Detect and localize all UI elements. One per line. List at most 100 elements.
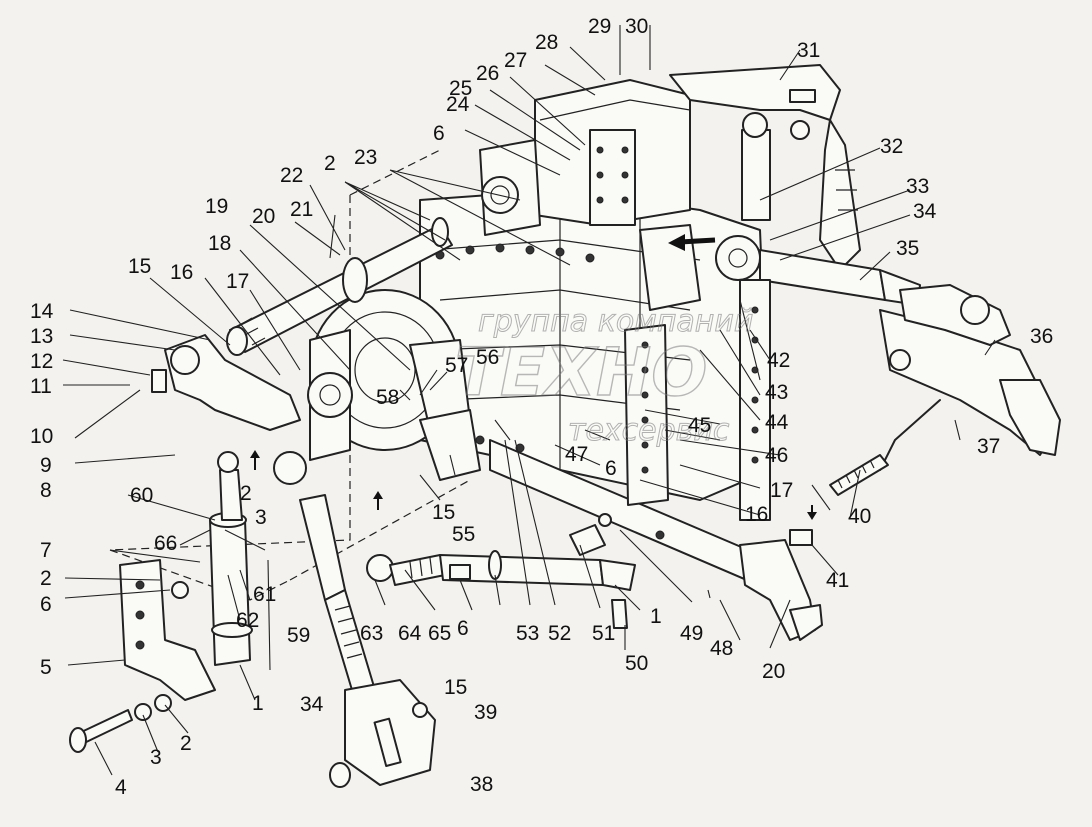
- callout-26: 26: [476, 62, 499, 85]
- callout-38: 38: [470, 773, 493, 796]
- callout-42: 42: [767, 349, 790, 372]
- cross-shaft: [226, 217, 453, 356]
- callout-34: 34: [913, 200, 937, 223]
- callout-8: 8: [40, 479, 52, 502]
- callout-37: 37: [977, 435, 1000, 458]
- callout-2b: 2: [40, 567, 52, 590]
- callout-64: 64: [398, 622, 422, 645]
- hydraulic-cylinder: [209, 451, 253, 666]
- callout-25: 25: [449, 77, 472, 100]
- callout-29: 29: [588, 15, 611, 38]
- callout-1b: 1: [650, 605, 662, 628]
- callout-45: 45: [688, 414, 711, 437]
- callout-41: 41: [826, 569, 849, 592]
- callout-16: 16: [170, 261, 193, 284]
- lower-link: [489, 439, 823, 641]
- callout-10: 10: [30, 425, 53, 448]
- callout-4: 4: [115, 776, 127, 799]
- callout-61: 61: [253, 583, 276, 606]
- lift-rod: [273, 451, 436, 788]
- callout-19: 19: [205, 195, 228, 218]
- callout-43: 43: [765, 381, 788, 404]
- callout-1: 1: [252, 692, 264, 715]
- callout-2c: 2: [240, 482, 252, 505]
- callout-7: 7: [40, 539, 52, 562]
- assembly-outline: [109, 149, 471, 601]
- callout-52: 52: [548, 622, 571, 645]
- callout-58: 58: [376, 386, 399, 409]
- right-hitch: [789, 284, 1061, 546]
- callout-2d: 2: [324, 152, 336, 175]
- pin: [69, 694, 172, 753]
- callout-56: 56: [476, 346, 499, 369]
- callout-50: 50: [625, 652, 648, 675]
- callout-6c: 6: [605, 457, 617, 480]
- callout-63: 63: [360, 622, 383, 645]
- callout-6b: 6: [457, 617, 469, 640]
- callout-17: 17: [226, 270, 249, 293]
- callout-53: 53: [516, 622, 539, 645]
- callout-11: 11: [30, 375, 52, 398]
- callout-6d: 6: [433, 122, 445, 145]
- callout-35: 35: [896, 237, 919, 260]
- callout-47: 47: [565, 443, 588, 466]
- callout-65: 65: [428, 622, 451, 645]
- direction-arrow: [250, 234, 817, 520]
- callout-48: 48: [710, 637, 733, 660]
- callout-15c: 15: [444, 676, 467, 699]
- top-link: [669, 64, 921, 306]
- watermark-line-3: техсервис: [568, 413, 730, 448]
- callout-labels: 1 1 2 2 2 2 3 3 4 5 6 6 6 6 7 8 9 10 11 …: [30, 15, 1053, 799]
- callout-22: 22: [280, 164, 303, 187]
- callout-17b: 17: [770, 479, 793, 502]
- callout-60: 60: [130, 484, 153, 507]
- callout-14: 14: [30, 300, 54, 323]
- callout-40: 40: [848, 505, 871, 528]
- callout-13: 13: [30, 325, 53, 348]
- callout-15b: 15: [432, 501, 455, 524]
- callout-55: 55: [452, 523, 475, 546]
- callout-32: 32: [880, 135, 903, 158]
- callout-3b: 3: [255, 506, 267, 529]
- callout-46: 46: [765, 444, 788, 467]
- watermark-line-1: группа компаний: [478, 304, 753, 339]
- callout-23: 23: [354, 146, 377, 169]
- callout-12: 12: [30, 350, 53, 373]
- callout-30: 30: [625, 15, 648, 38]
- lift-arm-left: [151, 334, 301, 431]
- callout-24: 24: [446, 93, 470, 116]
- small-pins: [569, 513, 628, 629]
- callout-36: 36: [1030, 325, 1053, 348]
- callout-57: 57: [445, 354, 468, 377]
- callout-5: 5: [40, 656, 52, 679]
- callout-3: 3: [150, 746, 162, 769]
- callout-20b: 20: [762, 660, 785, 683]
- callout-49: 49: [680, 622, 703, 645]
- callout-51: 51: [592, 622, 615, 645]
- callout-39: 39: [474, 701, 497, 724]
- stabilizer-rod: [366, 550, 636, 591]
- callout-66: 66: [154, 532, 177, 555]
- callout-62: 62: [236, 609, 259, 632]
- callout-20: 20: [252, 205, 275, 228]
- callout-59: 59: [287, 624, 310, 647]
- callout-2: 2: [180, 732, 192, 755]
- callout-31: 31: [797, 39, 820, 62]
- callout-21: 21: [290, 198, 313, 221]
- callout-28: 28: [535, 31, 558, 54]
- callout-18: 18: [208, 232, 231, 255]
- leader-lines: [62, 25, 996, 776]
- callout-27: 27: [504, 49, 527, 72]
- hydraulic-unit: [307, 289, 481, 481]
- watermark: группа компаний ТЕХНО техсервис: [454, 304, 754, 449]
- callout-44: 44: [765, 411, 789, 434]
- callout-6: 6: [40, 593, 52, 616]
- callout-33: 33: [906, 175, 929, 198]
- callout-9: 9: [40, 454, 52, 477]
- watermark-line-2: ТЕХНО: [455, 334, 707, 411]
- callout-16b: 16: [745, 503, 768, 526]
- callout-15: 15: [128, 255, 151, 278]
- mounting-bracket: [119, 559, 216, 701]
- callout-34b: 34: [300, 693, 324, 716]
